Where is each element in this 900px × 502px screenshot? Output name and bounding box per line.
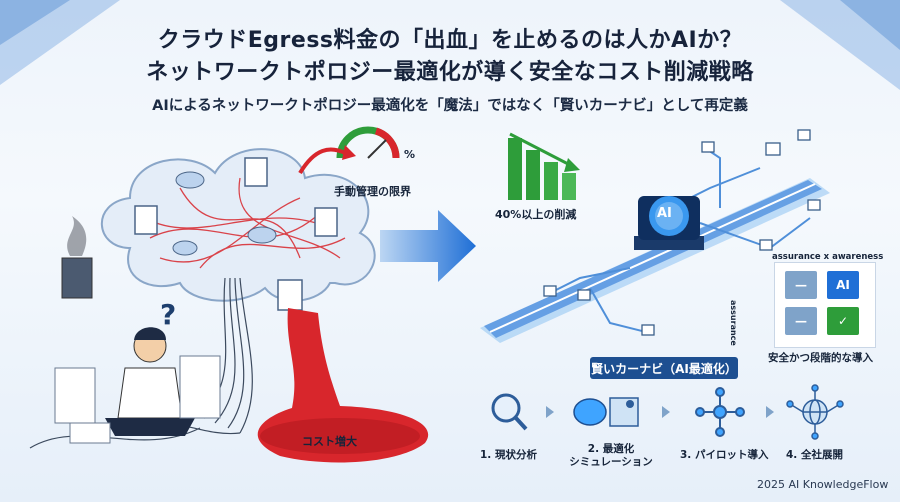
magnifier-icon <box>491 393 528 431</box>
question-mark: ? <box>160 298 177 331</box>
brain-map-icon <box>573 397 639 427</box>
transition-arrow-icon <box>380 210 476 282</box>
corner-decoration-left <box>0 0 120 85</box>
smart-navigator-banner: 賢いカーナビ（AI最適化） <box>590 357 738 379</box>
matrix-title: assurance x awareness <box>772 252 884 262</box>
reduction-label: 40%以上の削減 <box>495 208 577 221</box>
ai-chip-label: AI <box>657 206 672 221</box>
matrix-axis-label: assurance <box>729 300 738 346</box>
page-title-line2: ネットワークトポロジー最適化が導く安全なコスト削減戦略 <box>146 60 754 85</box>
assurance-awareness-matrix: — AI — ✓ <box>774 262 876 348</box>
matrix-cell-top-right: AI <box>827 271 859 299</box>
matrix-cell-top-left: — <box>785 271 817 299</box>
roadmap-steps-icons <box>491 384 844 440</box>
gauge-percent-sign: % <box>404 148 416 161</box>
network-icon <box>695 387 745 437</box>
reduction-bar-chart <box>508 132 580 200</box>
matrix-cell-bottom-left: — <box>785 307 817 335</box>
safe-gradual-label: 安全かつ段階的な導入 <box>768 352 873 364</box>
cost-increase-label: コスト増大 <box>302 435 357 448</box>
corner-decoration-right <box>780 0 900 90</box>
step-3-label: 3. パイロット導入 <box>680 449 769 461</box>
manual-network-illustration <box>29 126 429 463</box>
step-4-label: 4. 全社展開 <box>786 449 843 461</box>
ai-network-illustration <box>480 129 830 343</box>
step-2-label: 2. 最適化 シミュレーション <box>569 443 653 469</box>
step-1-label: 1. 現状分析 <box>480 449 537 461</box>
footer-credit: 2025 AI KnowledgeFlow <box>757 478 889 491</box>
page-title-line1: クラウドEgress料金の「出血」を止めるのは人かAIか？ <box>157 28 743 53</box>
globe-network-icon <box>786 384 844 440</box>
page-subtitle: AIによるネットワークトポロジー最適化を「魔法」ではなく「賢いカーナビ」として再… <box>152 98 748 114</box>
matrix-cell-bottom-right: ✓ <box>827 307 859 335</box>
gauge-label: 手動管理の限界 <box>334 185 411 198</box>
